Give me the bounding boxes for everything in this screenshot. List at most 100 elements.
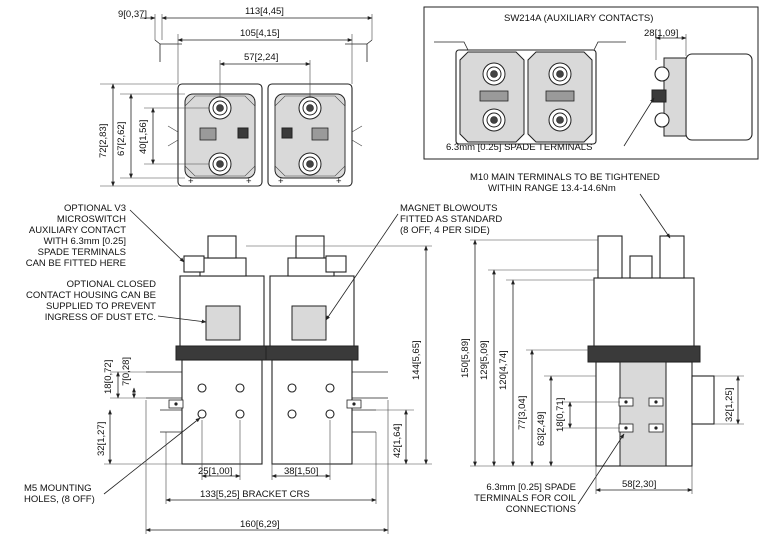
inset-aux-left — [479, 90, 509, 102]
note-microswitch-line-2: MICROSWITCH — [57, 214, 126, 225]
dim-28: 28[1,09] — [644, 28, 678, 39]
plus-sign-1: + — [188, 176, 194, 187]
front-spade-left — [168, 399, 184, 409]
leader-housing — [157, 315, 207, 324]
side-view: M10 MAIN TERMINALS TO BE TIGHTENED WITHI… — [460, 172, 744, 515]
inset-side-body — [685, 53, 753, 141]
side-aux — [629, 255, 653, 279]
dim-63: 63[2,49] — [536, 412, 547, 446]
front-bracket-lines — [146, 371, 388, 399]
top-flange-tips — [154, 39, 373, 45]
note-blowouts-line-2: FITTED AS STANDARD — [400, 214, 502, 225]
leader-microswitch — [129, 209, 185, 263]
dim-18-side: 18[0,71] — [555, 398, 566, 432]
mount-hole — [197, 409, 207, 419]
note-coil: 6.3mm [0.25] SPADE TERMINALS FOR COIL CO… — [474, 482, 576, 515]
mount-hole — [325, 409, 335, 419]
dim-129: 129[5,09] — [479, 340, 490, 380]
top-spade-right — [311, 127, 329, 141]
note-mounting: M5 MOUNTING HOLES, (8 OFF) — [24, 483, 95, 505]
leader-mounting — [103, 417, 201, 495]
leader-blowouts — [325, 213, 399, 321]
front-coil-left — [181, 359, 263, 465]
dim-25: 25[1,00] — [198, 466, 232, 477]
dim-77: 77[3,04] — [517, 396, 528, 430]
coil-spade-2 — [648, 397, 664, 407]
note-blowouts-line-1: MAGNET BLOWOUTS — [400, 203, 497, 214]
front-microswitch-right — [325, 255, 347, 273]
dim-height-72: 72[2,83] — [98, 124, 109, 158]
note-housing: OPTIONAL CLOSED CONTACT HOUSING CAN BE S… — [26, 279, 156, 323]
dim-120: 120[4,74] — [498, 350, 509, 390]
auxiliary-inset: SW214A (AUXILIARY CONTACTS) 28[1,09] 6.3… — [423, 6, 759, 160]
top-terminal-4 — [298, 152, 322, 176]
inset-title: SW214A (AUXILIARY CONTACTS) — [504, 13, 653, 24]
note-terminals-line-1: M10 MAIN TERMINALS TO BE TIGHTENED — [470, 172, 660, 183]
coil-spade-1 — [618, 397, 634, 407]
dim-32-side: 32[1,25] — [724, 388, 735, 422]
dim-body-width: 105[4,15] — [240, 28, 280, 39]
top-terminal-1 — [208, 96, 232, 120]
front-band-left — [175, 345, 269, 361]
dim-height-40: 40[1,56] — [138, 120, 149, 154]
dim-42: 42[1,64] — [392, 424, 403, 458]
inset-aux-right — [545, 90, 575, 102]
note-microswitch: OPTIONAL V3 MICROSWITCH AUXILIARY CONTAC… — [26, 203, 126, 269]
inset-side-nut-2 — [654, 112, 670, 128]
inset-side-nut-1 — [654, 66, 670, 82]
note-terminals: M10 MAIN TERMINALS TO BE TIGHTENED WITHI… — [470, 172, 660, 194]
note-microswitch-line-6: CAN BE FITTED HERE — [26, 258, 126, 269]
front-band-right — [265, 345, 359, 361]
side-bracket — [691, 375, 715, 425]
front-terminal-left — [207, 235, 237, 259]
mount-hole — [235, 383, 245, 393]
top-spade-left — [199, 127, 217, 141]
top-coil-terminal-left — [237, 127, 249, 139]
mount-hole — [197, 383, 207, 393]
mount-hole — [287, 409, 297, 419]
dim-160: 160[6,29] — [240, 519, 280, 530]
inset-terminal-4 — [548, 108, 572, 132]
side-housing — [593, 277, 695, 349]
dim-overall-width: 113[4,45] — [245, 6, 284, 17]
front-blowout-right — [291, 305, 327, 341]
mount-hole — [235, 409, 245, 419]
note-coil-line-2: TERMINALS FOR COIL — [474, 493, 576, 504]
plus-sign-3: + — [278, 176, 284, 187]
top-view: + + + + 9[0,37] 113[4,45] 105[4,15] 57[2… — [98, 6, 373, 187]
note-housing-line-2: CONTACT HOUSING CAN BE — [26, 290, 156, 301]
inset-terminal-1 — [482, 62, 506, 86]
dim-terminal-spacing: 57[2,24] — [244, 52, 278, 63]
dim-flange: 9[0,37] — [118, 9, 147, 20]
top-terminal-2 — [208, 152, 232, 176]
dim-144: 144[5,65] — [411, 340, 422, 380]
note-microswitch-line-4: WITH 6.3mm [0.25] — [44, 236, 126, 247]
top-coil-terminal-right — [281, 127, 293, 139]
front-spade-right — [346, 399, 362, 409]
note-mounting-line-1: M5 MOUNTING — [24, 483, 92, 494]
note-microswitch-line-3: AUXILIARY CONTACT — [29, 225, 126, 236]
note-microswitch-line-5: SPADE TERMINALS — [38, 247, 126, 258]
front-bracket-lower — [160, 409, 376, 433]
inset-flanges — [434, 41, 626, 51]
coil-spade-4 — [648, 423, 664, 433]
note-coil-line-3: CONNECTIONS — [506, 504, 576, 515]
inset-spade-label: 6.3mm [0.25] SPADE TERMINALS — [446, 142, 592, 153]
top-octagon-left — [184, 95, 256, 177]
mount-hole — [287, 383, 297, 393]
plus-sign-2: + — [246, 176, 252, 187]
top-octagon-right — [274, 95, 346, 177]
dim-58: 58[2,30] — [622, 479, 656, 490]
side-band — [587, 345, 701, 363]
note-blowouts-line-3: (8 OFF, 4 PER SIDE) — [400, 225, 490, 236]
top-tabs — [167, 125, 363, 147]
mount-hole — [325, 383, 335, 393]
coil-spade-3 — [618, 423, 634, 433]
inset-terminal-2 — [482, 108, 506, 132]
side-coil-center — [619, 361, 667, 467]
note-housing-line-1: OPTIONAL CLOSED — [67, 279, 157, 290]
front-blowout-left — [205, 305, 241, 341]
front-microswitch-left — [183, 255, 205, 273]
note-mounting-line-2: HOLES, (8 OFF) — [24, 494, 95, 505]
